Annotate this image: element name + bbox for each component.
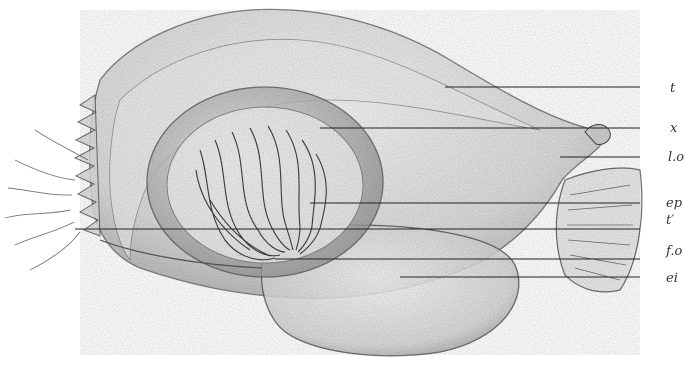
label-x: x (670, 122, 677, 135)
label-ep: ep (666, 197, 682, 210)
label-t: t (670, 82, 675, 95)
label-ei: ei (666, 272, 678, 285)
label-fo: f.o (666, 245, 682, 258)
tentacle-fringe (5, 130, 88, 270)
label-lo: l.o (668, 151, 684, 164)
label-t-prime: t′ (666, 214, 674, 227)
